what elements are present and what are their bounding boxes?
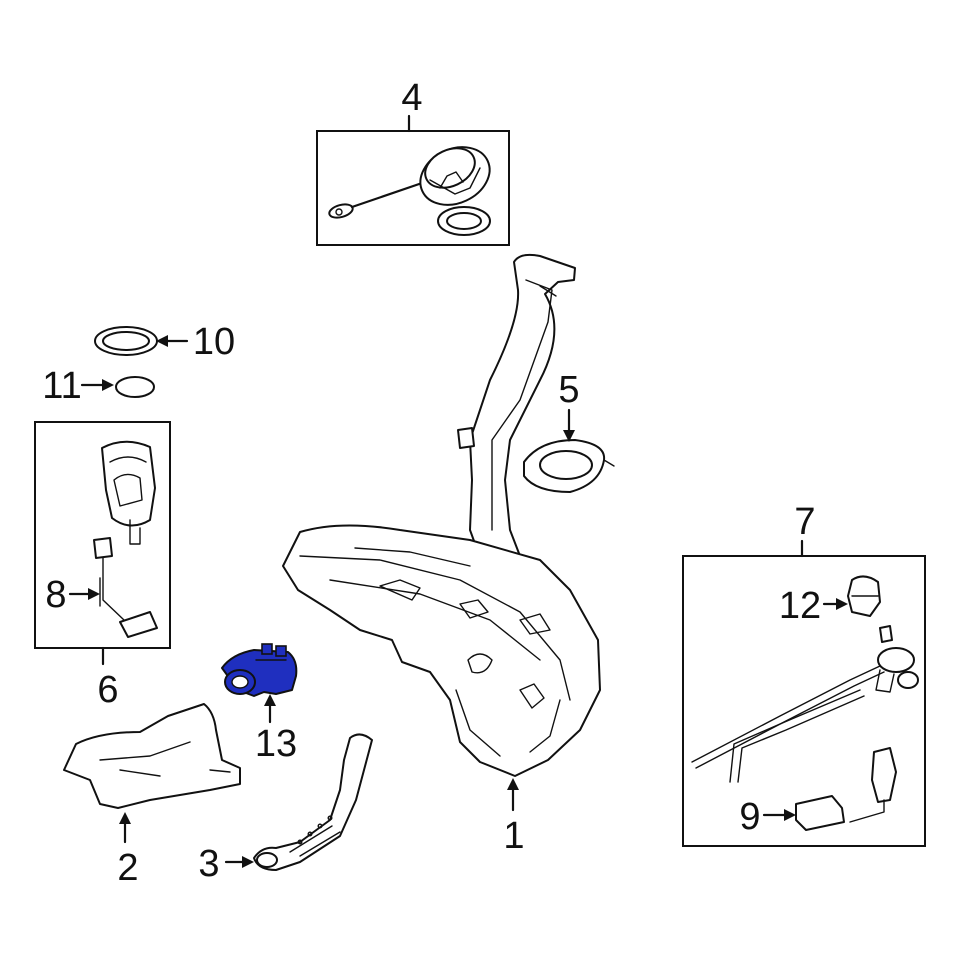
part-1-fuel-tank[interactable] [282,253,601,777]
callout-1: 1 [503,815,524,857]
part-2-heat-shield[interactable] [63,703,241,809]
leader-lines [68,335,848,868]
callout-13: 13 [255,723,297,765]
callout-3: 3 [198,843,219,885]
callout-4: 4 [401,77,422,119]
group-box-7 [682,555,926,847]
part-7-line-group[interactable] [682,539,926,847]
part-10-seal[interactable] [94,326,158,356]
callout-11: 11 [42,365,81,407]
callout-8: 8 [45,574,66,616]
part-13-highlighted-component[interactable] [221,643,298,697]
part-6-pump-group[interactable] [34,421,171,666]
callout-9: 9 [739,796,760,838]
callout-10: 10 [193,321,235,363]
part-3-tank-strap[interactable] [253,733,373,871]
callout-7: 7 [794,501,815,543]
part-11-o-ring[interactable] [115,376,155,398]
callout-12: 12 [779,585,821,627]
callout-6: 6 [97,669,118,711]
callout-2: 2 [117,847,138,889]
part-5-filler-housing[interactable] [523,439,615,493]
group-box-4 [316,130,510,246]
part-4-fuel-cap-group[interactable] [316,114,510,246]
callout-5: 5 [558,369,579,411]
